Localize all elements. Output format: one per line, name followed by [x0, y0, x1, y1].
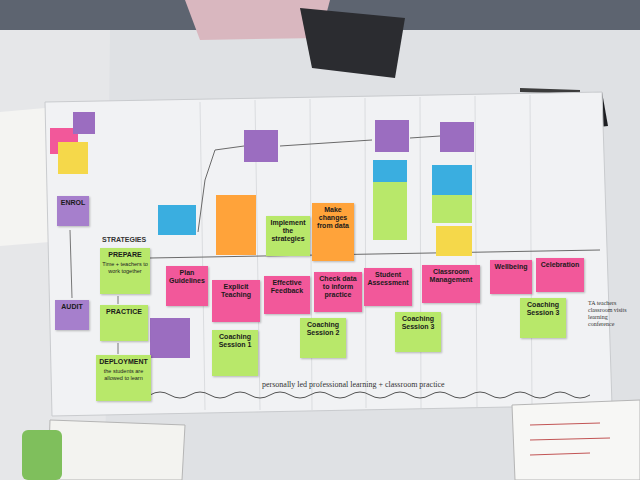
note-body: Time + teachers to work together: [102, 261, 148, 274]
sticky-note: Make changes from data: [312, 203, 354, 261]
note-heading: Effective Feedback: [266, 279, 308, 295]
sticky-note: AUDIT: [55, 300, 89, 330]
note-heading: Celebration: [541, 261, 580, 269]
sticky-note: Coaching Session 2: [300, 318, 346, 358]
wavy-line: [150, 392, 590, 398]
note-heading: Wellbeing: [495, 263, 528, 271]
sticky-note: Wellbeing: [490, 260, 532, 294]
paper-sheet: [45, 92, 612, 416]
sticky-note: Coaching Session 1: [212, 330, 258, 376]
handwritten-note: personally led professional learning + c…: [262, 380, 562, 389]
note-heading: Student Assessment: [366, 271, 410, 287]
sticky-note: DEPLOYMENT the students are allowed to le…: [96, 355, 151, 401]
planner: [512, 400, 640, 480]
loose-sheet: [0, 108, 50, 246]
sticky-note: Student Assessment: [364, 268, 412, 306]
note-heading: Plan Guidelines: [168, 269, 206, 285]
notebook: [300, 8, 405, 78]
note-heading: Explicit Teaching: [214, 283, 258, 299]
note-body: the students are allowed to learn: [98, 368, 149, 381]
note-heading: Make changes from data: [314, 206, 352, 230]
blank-note: [150, 318, 190, 358]
handwritten-heading: STRATEGIES: [102, 236, 172, 244]
blank-note: [375, 120, 409, 152]
note-heading: ENROL: [61, 199, 86, 207]
sticky-note: Coaching Session 3: [520, 298, 566, 338]
sticky-note: ENROL: [57, 196, 89, 226]
sticky-note: Coaching Session 3: [395, 312, 441, 352]
note-heading: Coaching Session 3: [397, 315, 439, 331]
note-heading: PREPARE: [108, 251, 141, 259]
sticky-note: Check data to inform practice: [314, 272, 362, 312]
blank-note: [373, 182, 407, 212]
blank-note: [216, 195, 256, 255]
note-heading: Coaching Session 2: [302, 321, 344, 337]
blank-note: [373, 212, 407, 240]
sticky-note: Effective Feedback: [264, 276, 310, 314]
planner-writing: [530, 423, 610, 455]
note-heading: AUDIT: [61, 303, 82, 311]
blank-note: [58, 142, 88, 174]
note-heading: Coaching Session 1: [214, 333, 256, 349]
blank-note: [158, 205, 196, 235]
green-clip: [22, 430, 62, 480]
blank-note: [373, 160, 407, 182]
blank-note: [73, 112, 95, 134]
sticky-note: PRACTICE: [100, 305, 148, 341]
note-heading: Implement the strategies: [268, 219, 308, 243]
handwritten-note: TA teachers classroom visits learning co…: [588, 300, 628, 328]
sticky-note: Explicit Teaching: [212, 280, 260, 322]
note-heading: Check data to inform practice: [316, 275, 360, 299]
notebook-bottom: [48, 420, 185, 480]
sticky-note: Celebration: [536, 258, 584, 292]
note-heading: Coaching Session 3: [522, 301, 564, 317]
sticky-note: Plan Guidelines: [166, 266, 208, 306]
sticky-note: Implement the strategies: [266, 216, 310, 256]
note-heading: Classroom Management: [424, 268, 478, 284]
sticky-note: PREPARE Time + teachers to work together: [100, 248, 150, 294]
table: [0, 30, 640, 480]
note-heading: PRACTICE: [106, 308, 142, 316]
note-heading: DEPLOYMENT: [99, 358, 148, 366]
blank-note: [440, 122, 474, 152]
blank-note: [244, 130, 278, 162]
blank-note: [436, 226, 472, 256]
sticky-note: Classroom Management: [422, 265, 480, 303]
blank-note: [432, 165, 472, 195]
blank-note: [432, 195, 472, 223]
